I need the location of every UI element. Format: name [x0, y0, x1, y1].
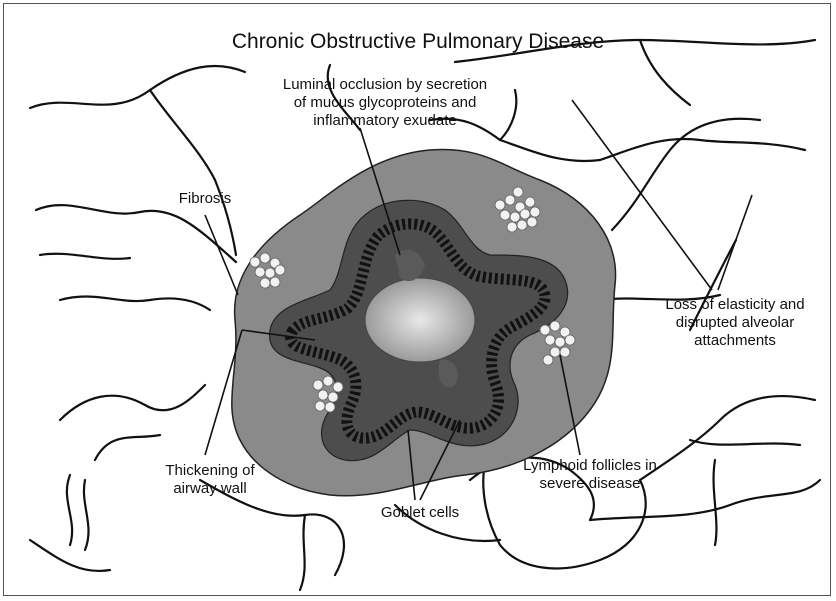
- leader-line-fibrosis: [205, 215, 238, 295]
- label-lymphoid-follicles: Lymphoid follicles in severe disease: [500, 457, 680, 493]
- alveolar-wall: [690, 440, 800, 445]
- alveolar-wall: [150, 90, 236, 255]
- alveolar-wall: [612, 119, 760, 230]
- alveolar-wall: [60, 296, 210, 310]
- alveolar-wall: [600, 139, 805, 160]
- alveolar-wall: [714, 460, 717, 545]
- label-luminal-occlusion: Luminal occlusion by secretion of mucus …: [235, 76, 535, 130]
- lumen: [365, 278, 475, 362]
- label-thickening-airway-wall: Thickening of airway wall: [140, 462, 280, 498]
- label-loss-of-elasticity: Loss of elasticity and disrupted alveola…: [640, 296, 830, 350]
- alveolar-wall: [300, 515, 305, 590]
- label-fibrosis: Fibrosis: [155, 190, 255, 208]
- alveolar-wall: [60, 385, 205, 420]
- alveolar-wall: [40, 254, 130, 259]
- label-goblet-cells: Goblet cells: [360, 504, 480, 522]
- alveolar-wall: [67, 475, 72, 545]
- leader-line-elasticity-2: [718, 195, 752, 290]
- alveolar-wall: [84, 480, 89, 550]
- alveolar-wall: [30, 66, 245, 108]
- alveolar-wall: [95, 435, 160, 460]
- diagram-title: Chronic Obstructive Pulmonary Disease: [0, 30, 836, 54]
- alveolar-wall: [500, 140, 600, 161]
